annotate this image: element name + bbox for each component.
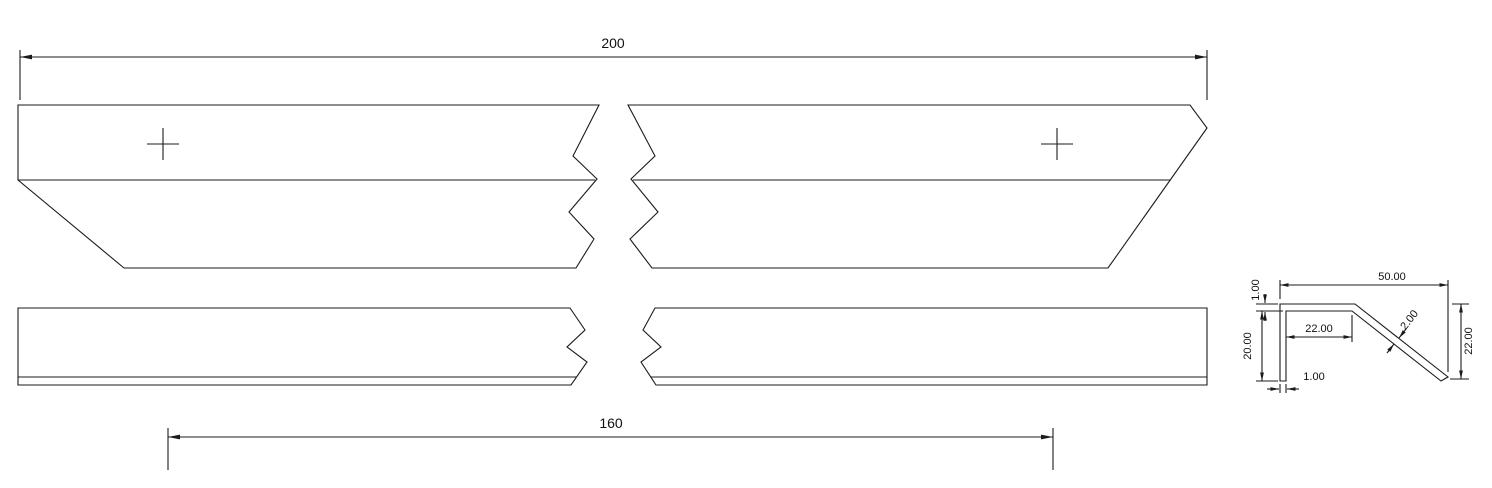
partial-length-dimension: 160 bbox=[167, 415, 1054, 470]
part-outline-left bbox=[17, 104, 600, 269]
front-view bbox=[17, 307, 1208, 386]
leg-thickness-dimension: 1.00 bbox=[1267, 371, 1325, 393]
flat-width-dimension: 22.00 bbox=[1286, 315, 1353, 342]
front-outline-left bbox=[17, 307, 588, 386]
center-mark-left bbox=[147, 128, 179, 160]
dim-22-flat-text: 22.00 bbox=[1305, 323, 1333, 335]
top-view bbox=[17, 104, 1208, 269]
dim-22-height-text: 22.00 bbox=[1463, 327, 1475, 355]
section-view: 50.00 1.00 20.00 22.00 2.00 bbox=[1242, 271, 1475, 393]
dimension-arrow bbox=[1386, 343, 1395, 354]
overall-length-dimension: 200 bbox=[19, 35, 1208, 100]
part-outline-right bbox=[627, 104, 1208, 269]
dim-2-text: 2.00 bbox=[1398, 308, 1421, 332]
overall-height-dimension: 22.00 bbox=[1450, 303, 1475, 380]
dim-200-text: 200 bbox=[601, 35, 625, 51]
dim-1-bottom-text: 1.00 bbox=[1303, 371, 1324, 383]
center-mark-right bbox=[1041, 128, 1073, 160]
top-thickness-dimension: 1.00 bbox=[1250, 279, 1283, 321]
dim-50-text: 50.00 bbox=[1378, 271, 1406, 283]
overall-width-dimension: 50.00 bbox=[1279, 271, 1449, 372]
front-outline-right bbox=[640, 307, 1208, 386]
dim-1-top-text: 1.00 bbox=[1250, 279, 1262, 300]
diagonal-thickness-dimension: 2.00 bbox=[1386, 308, 1421, 354]
dim-20-text: 20.00 bbox=[1242, 332, 1254, 360]
dim-160-text: 160 bbox=[599, 415, 623, 431]
dimension-arrow bbox=[1398, 328, 1407, 339]
profile-outline bbox=[1279, 303, 1449, 382]
leg-height-dimension: 20.00 bbox=[1242, 311, 1278, 382]
